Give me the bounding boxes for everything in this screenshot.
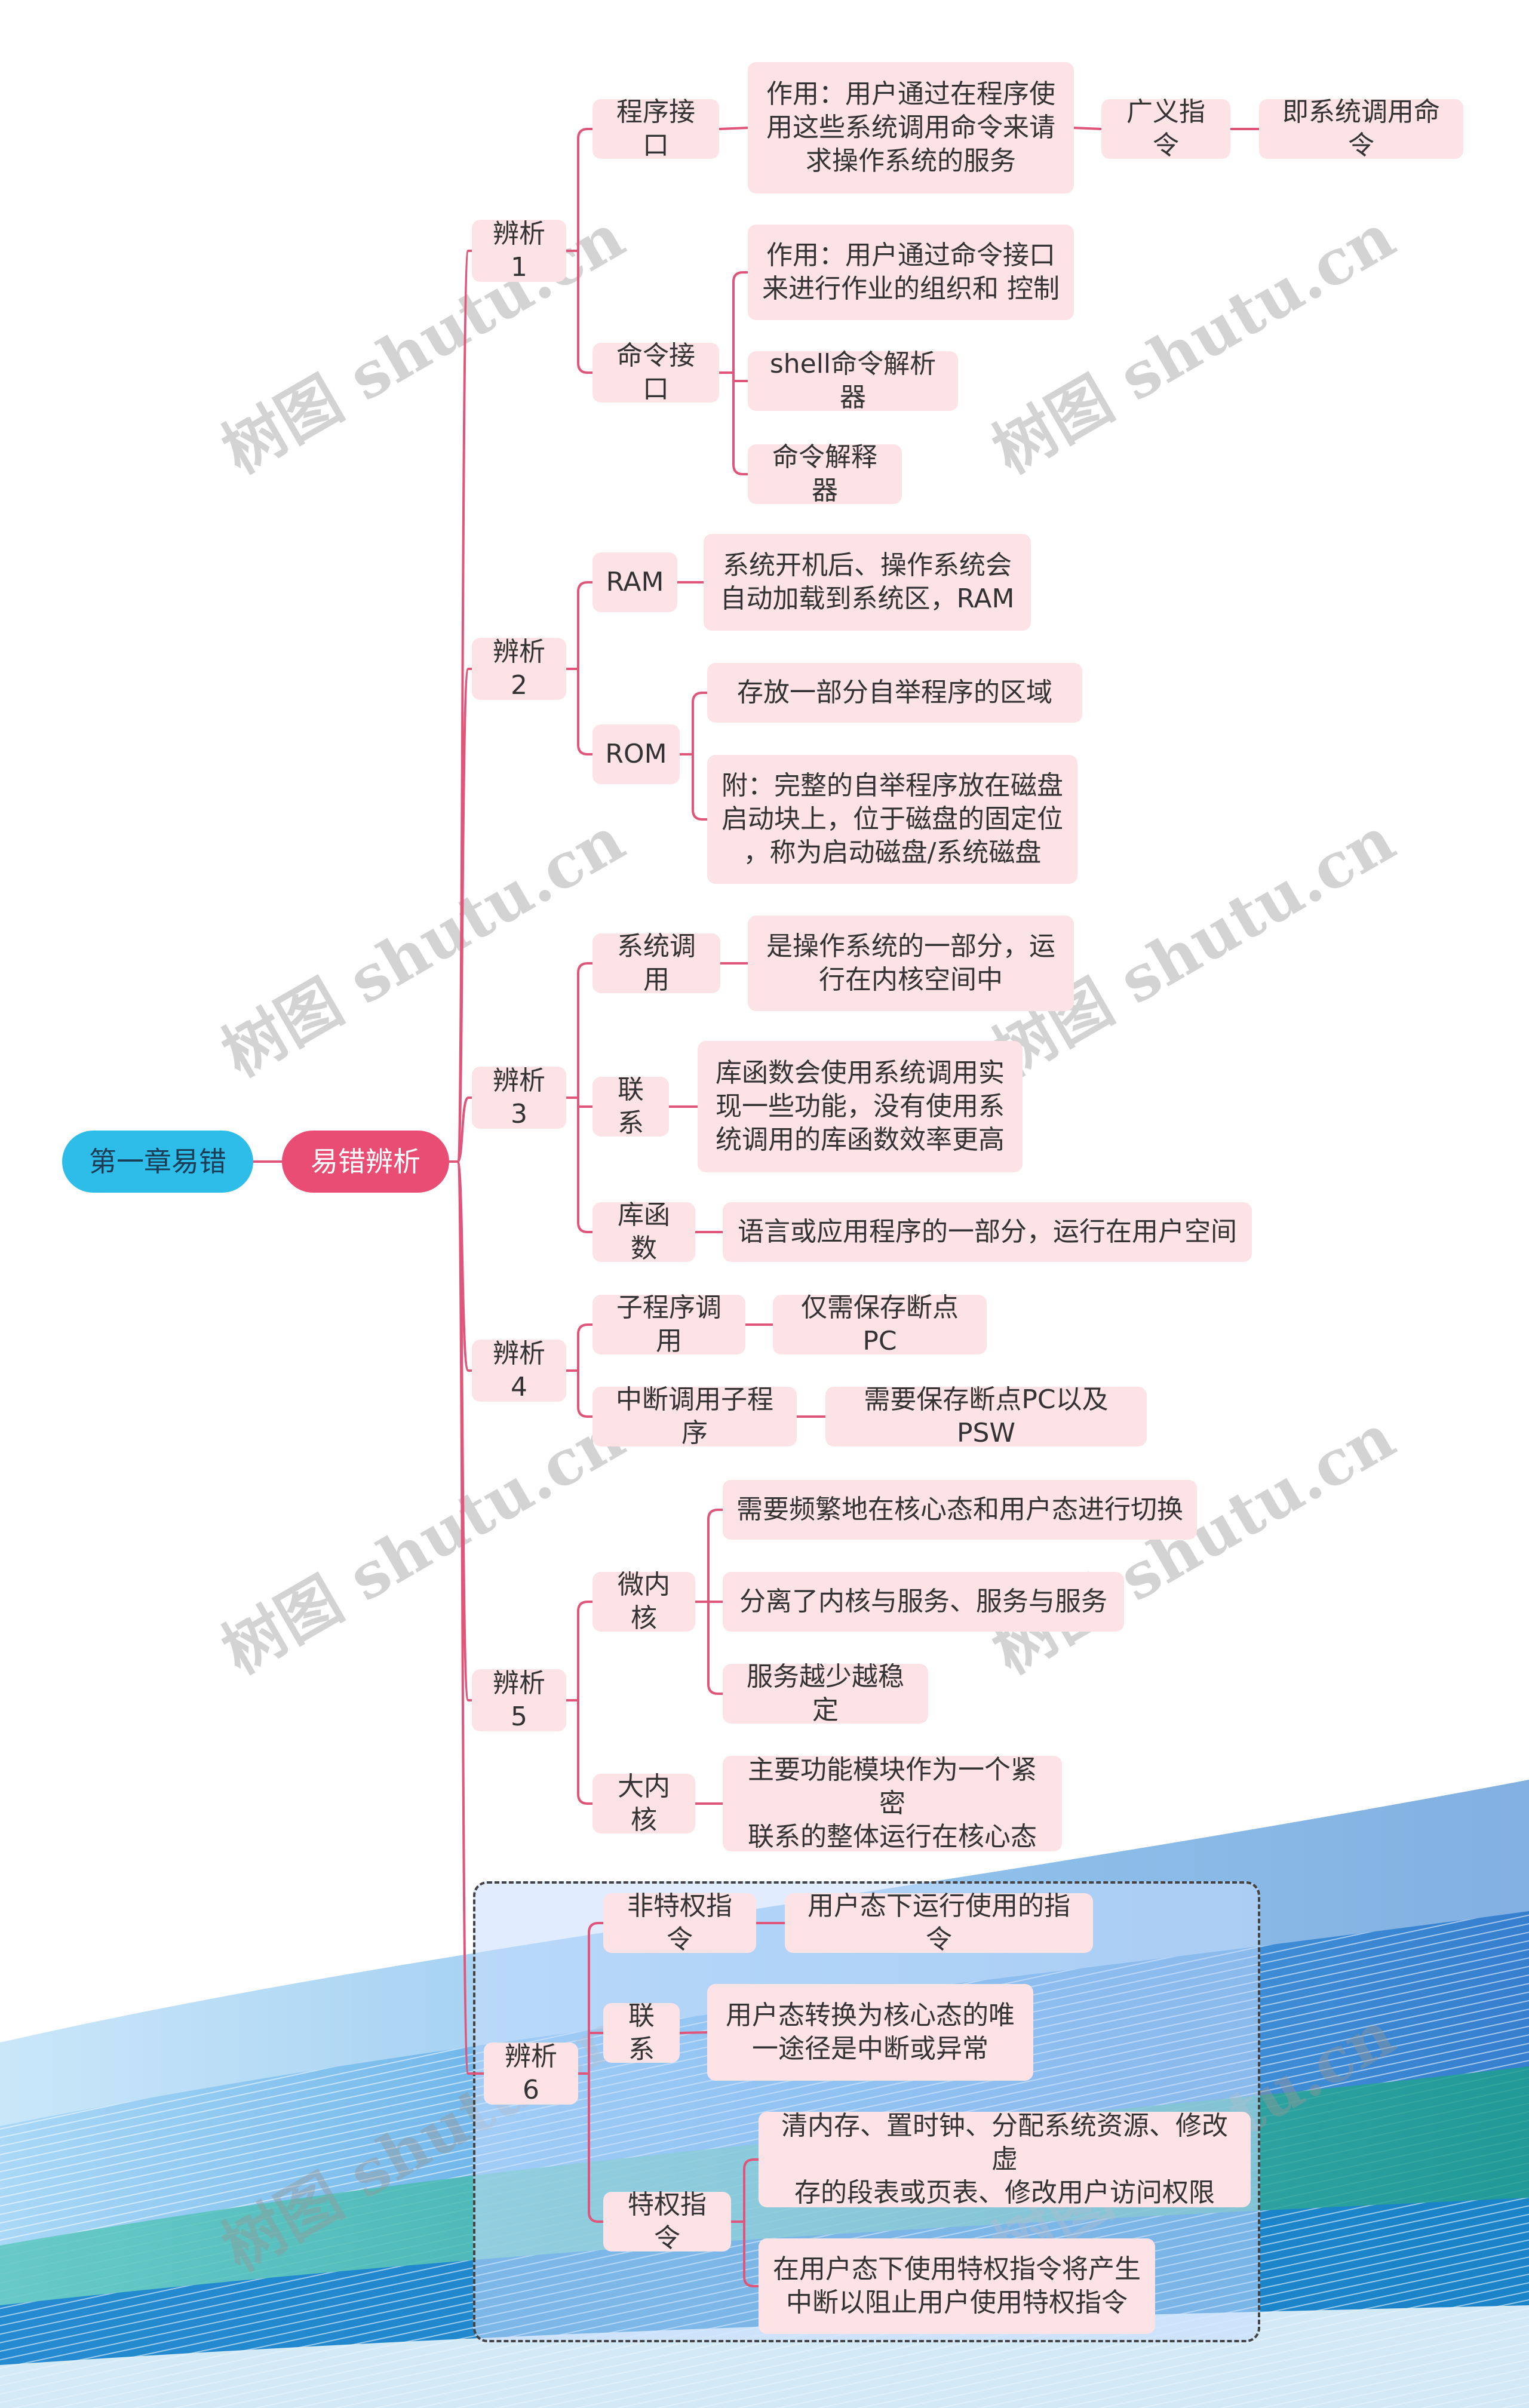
detail-b5-c1-d2[interactable]: 分离了内核与服务、服务与服务 — [723, 1572, 1124, 1632]
subtopic-b6-c1[interactable]: 非特权指令 — [603, 1893, 756, 1953]
detail-b4-c1-d1[interactable]: 仅需保存断点PC — [773, 1295, 987, 1354]
connector-curve — [578, 129, 592, 139]
detail-b1-c1-e1[interactable]: 广义指令 — [1101, 99, 1230, 159]
connector-line — [1074, 128, 1101, 129]
connector-curve — [578, 582, 592, 592]
detail-b1-c2-d3[interactable]: 命令解释器 — [748, 444, 902, 504]
connector-curve — [578, 1794, 592, 1804]
detail-b3-c2-d1[interactable]: 库函数会使用系统调用实 现一些功能，没有使用系 统调用的库函数效率更高 — [698, 1041, 1023, 1172]
topic-b5[interactable]: 辨析5 — [472, 1669, 566, 1731]
detail-b1-c1-d1[interactable]: 作用：用户通过在程序使 用这些系统调用命令来请 求操作系统的服务 — [748, 62, 1074, 194]
subtopic-b2-c2[interactable]: ROM — [592, 724, 680, 784]
detail-b4-c2-d1[interactable]: 需要保存断点PC以及PSW — [825, 1387, 1147, 1446]
connector-curve — [693, 810, 707, 819]
connector-curve — [589, 1923, 603, 1933]
connector-curve — [708, 1510, 723, 1519]
detail-b3-c3-d1[interactable]: 语言或应用程序的一部分，运行在用户空间 — [723, 1202, 1252, 1262]
detail-b6-c3-d2[interactable]: 在用户态下使用特权指令将产生 中断以阻止用户使用特权指令 — [759, 2238, 1155, 2334]
detail-b6-c1-d1[interactable]: 用户态下运行使用的指令 — [785, 1893, 1093, 1953]
connector-line — [680, 2032, 707, 2033]
subtopic-b6-c2[interactable]: 联系 — [603, 2003, 680, 2063]
subtopic-b4-c1[interactable]: 子程序调用 — [592, 1295, 745, 1354]
detail-b3-c1-d1[interactable]: 是操作系统的一部分，运 行在内核空间中 — [748, 916, 1074, 1011]
connector-curve — [733, 272, 748, 282]
connector-curve — [578, 363, 592, 373]
subtopic-b2-c1[interactable]: RAM — [592, 552, 677, 612]
subtopic-b4-c2[interactable]: 中断调用子程序 — [592, 1387, 797, 1446]
root-node[interactable]: 第一章易错 — [62, 1131, 253, 1193]
detail-b1-c2-d2[interactable]: shell命令解析器 — [748, 351, 958, 411]
detail-b2-c1-d1[interactable]: 系统开机后、操作系统会 自动加载到系统区，RAM — [704, 534, 1031, 631]
main-topic-node[interactable]: 易错辨析 — [282, 1131, 449, 1193]
topic-b1[interactable]: 辨析1 — [472, 220, 566, 282]
subtopic-b3-c2[interactable]: 联系 — [592, 1077, 669, 1137]
connector-curve — [578, 963, 592, 973]
detail-b5-c2-d1[interactable]: 主要功能模块作为一个紧密 联系的整体运行在核心态 — [723, 1756, 1062, 1851]
connector-line — [719, 128, 748, 129]
connector-curve — [744, 2277, 759, 2286]
topic-b4[interactable]: 辨析4 — [472, 1340, 566, 1402]
detail-b6-c3-d1[interactable]: 清内存、置时钟、分配系统资源、修改虚 存的段表或页表、修改用户访问权限 — [759, 2112, 1251, 2207]
subtopic-b6-c3[interactable]: 特权指令 — [603, 2192, 731, 2252]
connector-curve — [578, 1223, 592, 1232]
connector-curve — [578, 745, 592, 754]
subtopic-b3-c1[interactable]: 系统调用 — [592, 933, 720, 993]
subtopic-b1-c2[interactable]: 命令接口 — [592, 343, 719, 403]
connector-curve — [578, 1325, 592, 1334]
subtopic-b1-c1[interactable]: 程序接口 — [592, 99, 719, 159]
connector-curve — [458, 1162, 484, 2074]
connector-curve — [744, 2160, 759, 2169]
connector-curve — [733, 465, 748, 474]
detail-b5-c1-d1[interactable]: 需要频繁地在核心态和用户态进行切换 — [723, 1480, 1197, 1540]
connector-curve — [693, 693, 707, 702]
connector-curve — [708, 1684, 723, 1694]
detail-b2-c2-d1[interactable]: 存放一部分自举程序的区域 — [707, 663, 1082, 723]
topic-b3[interactable]: 辨析3 — [472, 1067, 566, 1129]
detail-b6-c2-d1[interactable]: 用户态转换为核心态的唯 一途径是中断或异常 — [707, 1984, 1033, 2081]
connector-curve — [578, 1602, 592, 1611]
topic-b2[interactable]: 辨析2 — [472, 638, 566, 700]
subtopic-b5-c2[interactable]: 大内核 — [592, 1774, 695, 1833]
topic-b6[interactable]: 辨析6 — [484, 2042, 578, 2105]
subtopic-b5-c1[interactable]: 微内核 — [592, 1572, 695, 1632]
connector-curve — [458, 669, 472, 1162]
detail-b1-c2-d1[interactable]: 作用：用户通过命令接口 来进行作业的组织和 控制 — [748, 225, 1074, 320]
connector-curve — [589, 2212, 603, 2222]
detail-b5-c1-d3[interactable]: 服务越少越稳定 — [723, 1664, 928, 1724]
subtopic-b3-c3[interactable]: 库函数 — [592, 1202, 695, 1262]
detail-b2-c2-d2[interactable]: 附：完整的自举程序放在磁盘 启动块上，位于磁盘的固定位 ，称为启动磁盘/系统磁盘 — [707, 755, 1077, 884]
detail-b1-c1-f1[interactable]: 即系统调用命令 — [1259, 99, 1463, 159]
connector-curve — [578, 1407, 592, 1417]
